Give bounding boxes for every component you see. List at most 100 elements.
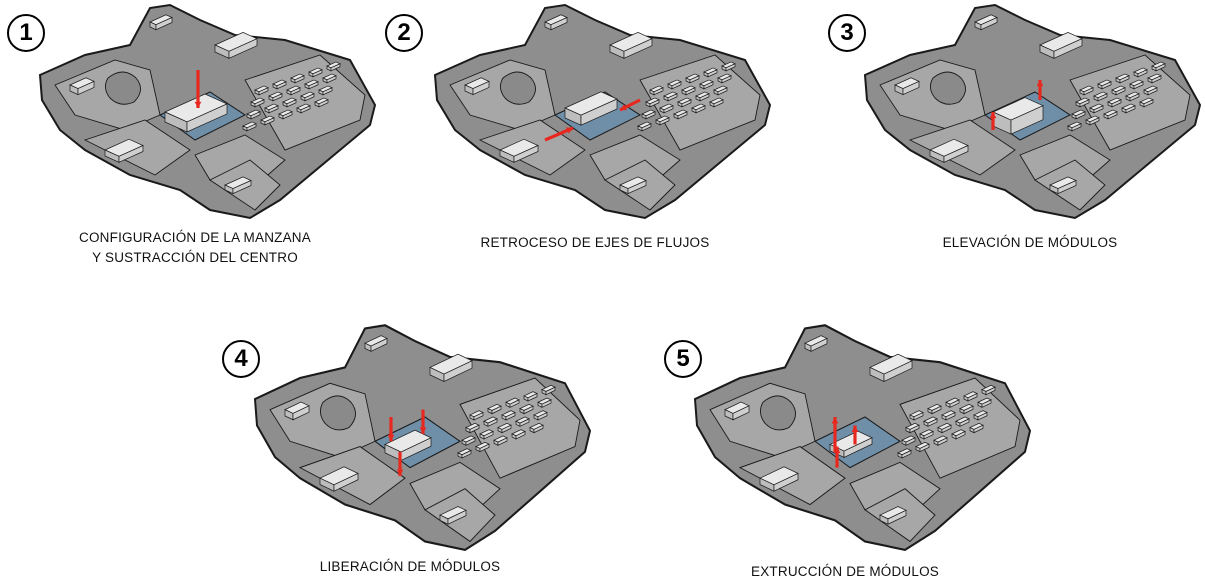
north-building [1039, 32, 1083, 59]
house [955, 416, 970, 427]
house [933, 435, 948, 446]
house [691, 103, 706, 114]
house [469, 410, 484, 421]
house [1121, 103, 1136, 114]
house [296, 103, 311, 114]
house [1085, 115, 1100, 126]
stadium-building [759, 466, 799, 492]
house [909, 410, 924, 421]
house [246, 109, 261, 120]
north-west-building [974, 14, 998, 31]
house [1133, 67, 1148, 78]
house [519, 403, 534, 415]
house [1115, 73, 1130, 84]
extrusion-arrow-north [831, 417, 839, 452]
house [1079, 85, 1094, 96]
park-building [894, 77, 920, 96]
stadium-building [929, 138, 969, 163]
house [483, 416, 498, 427]
house [1093, 91, 1108, 102]
release-arrow-south [396, 451, 404, 477]
house [511, 429, 526, 440]
north-building [214, 32, 258, 59]
house [1067, 121, 1082, 132]
park-building [69, 77, 95, 96]
central-volume [164, 93, 228, 133]
house [973, 410, 988, 421]
house [695, 91, 710, 102]
house [1107, 97, 1122, 108]
house [537, 397, 552, 408]
south-building [224, 176, 252, 195]
house [703, 67, 718, 78]
extrusion-arrow-east [851, 425, 859, 445]
house [290, 73, 305, 84]
house [645, 97, 660, 108]
house [637, 121, 652, 132]
house [1103, 109, 1118, 120]
house [529, 422, 544, 434]
stadium-building [499, 138, 539, 163]
north-west-building [804, 335, 828, 352]
house [533, 410, 548, 421]
house [254, 85, 269, 96]
house [959, 403, 974, 415]
house [937, 422, 952, 434]
subtraction-arrow [194, 70, 202, 108]
house [515, 416, 530, 427]
north-building [869, 353, 913, 383]
step-5-number-badge: 5 [664, 340, 702, 378]
house [673, 109, 688, 120]
house [1139, 97, 1154, 108]
release-arrow-north [387, 417, 395, 442]
south-building [439, 506, 467, 525]
north-west-building [149, 14, 173, 31]
central-volume [992, 97, 1044, 135]
house [264, 103, 279, 114]
step-2-axonometric-map [425, 0, 775, 220]
step-3-caption-line-1: ELEVACIÓN DE MÓDULOS [942, 235, 1118, 250]
elevation-arrow-west [989, 112, 997, 130]
step-1-axonometric-map [30, 0, 380, 220]
step-4-panel: 4 LIBERACIÓN DE MÓDULOS [215, 320, 605, 585]
house [461, 435, 476, 446]
park-building [284, 401, 310, 421]
house [304, 79, 319, 90]
house [1097, 79, 1112, 90]
step-4-caption: LIBERACIÓN DE MÓDULOS [275, 557, 545, 577]
house [923, 416, 938, 427]
central-volume [384, 429, 432, 462]
house [322, 73, 337, 84]
lagoon [930, 71, 966, 105]
house [649, 85, 664, 96]
stadium-building [319, 466, 359, 492]
south-building [619, 176, 647, 195]
house [457, 448, 472, 459]
house [721, 61, 736, 72]
house [308, 67, 323, 78]
step-5-panel: 5 EXTRUCCIÓN DE MÓDULOS [660, 320, 1040, 585]
house [242, 121, 257, 132]
house [465, 422, 480, 434]
central-volume [564, 91, 618, 126]
house [260, 115, 275, 126]
house [523, 391, 538, 402]
house [479, 429, 494, 440]
house [663, 91, 678, 102]
house [314, 97, 329, 108]
house [699, 79, 714, 90]
setback-arrow-west [544, 126, 574, 142]
house [1147, 73, 1162, 84]
house [969, 422, 984, 434]
house [1111, 85, 1126, 96]
house [272, 79, 287, 90]
step-1-caption: CONFIGURACIÓN DE LA MANZANA Y SUSTRACCIÓ… [30, 228, 360, 268]
step-3-axonometric-map [855, 0, 1205, 220]
house [897, 448, 912, 459]
step-1-number-badge: 1 [7, 14, 45, 52]
house [250, 97, 265, 108]
house [709, 97, 724, 108]
house [951, 429, 966, 440]
house [717, 73, 732, 84]
north-building [609, 32, 653, 59]
